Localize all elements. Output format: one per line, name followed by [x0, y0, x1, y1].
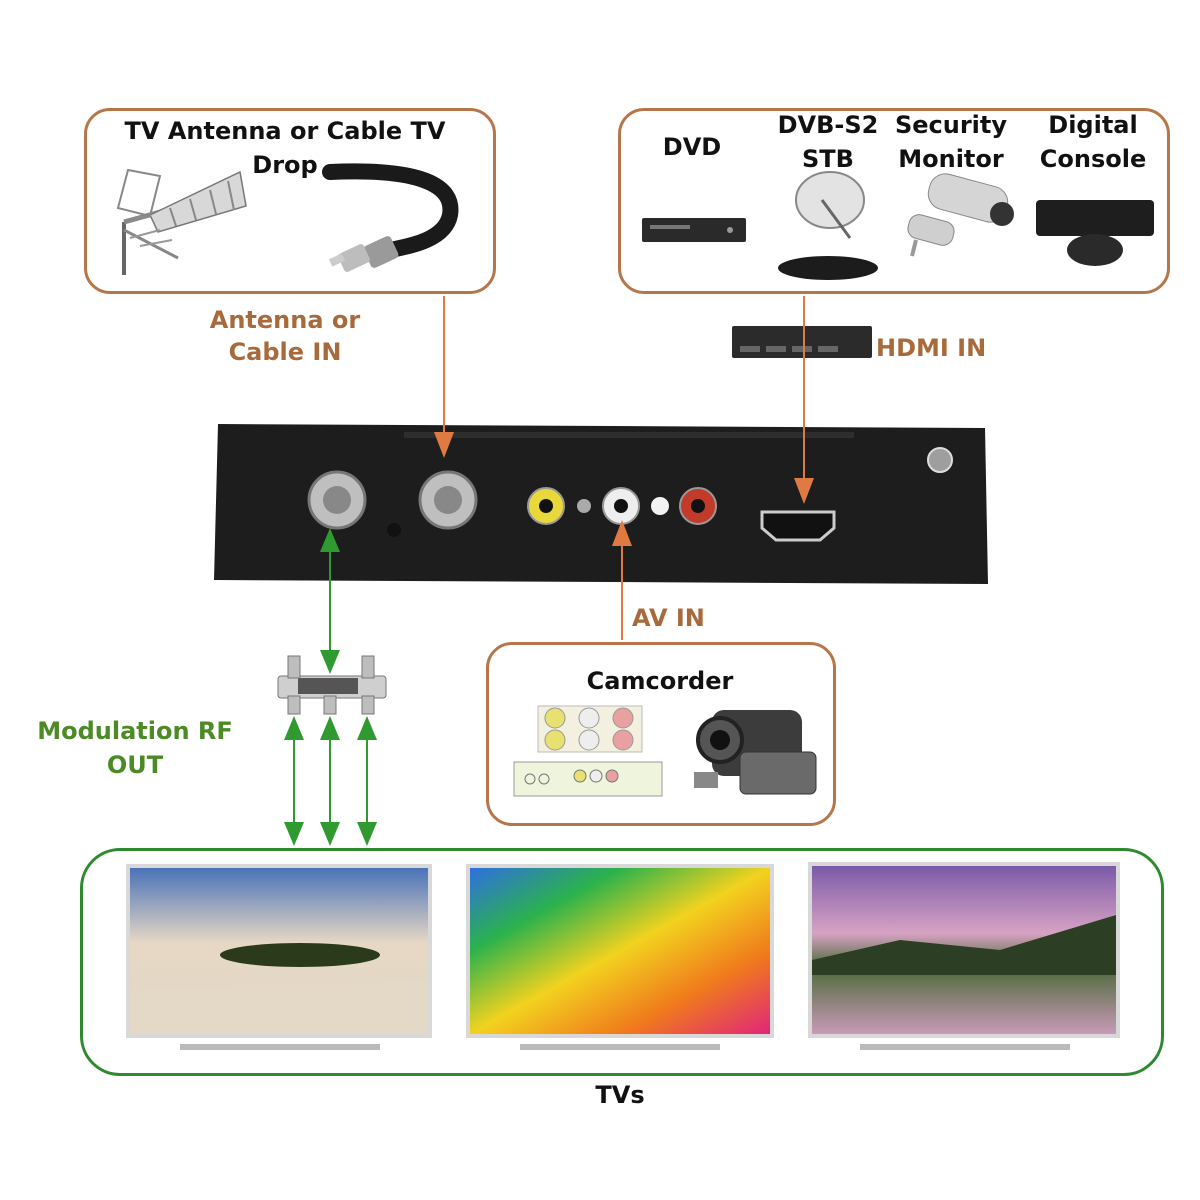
hdmi-switch-icon [732, 326, 872, 358]
tv-2 [466, 864, 774, 1050]
satellite-dish-icon [778, 171, 878, 280]
tv-antenna-icon [116, 168, 247, 275]
coax-cable-icon [322, 163, 459, 272]
av-in-arrow [612, 520, 632, 640]
tv-1 [126, 864, 432, 1050]
antenna-cable-in-label: Antenna or Cable IN [209, 306, 361, 366]
rf-out-arrow [320, 528, 340, 674]
security-camera-icon [907, 173, 1014, 257]
modulator-device [214, 424, 988, 584]
game-console-icon [1036, 200, 1154, 266]
hdmi-in-arrow [794, 296, 814, 504]
device-label-digital-console: Digital Console [1039, 111, 1147, 173]
dvd-player-icon [642, 218, 746, 242]
tv-3 [808, 862, 1120, 1050]
camcorder-icon [694, 710, 817, 795]
device-label-dvb-s2-stb: DVB-S2 STB [777, 111, 879, 173]
antenna-cable-title: TV Antenna or Cable TV Drop [124, 117, 446, 179]
av-in-label: AV IN [632, 604, 705, 632]
hdmi-in-port [760, 510, 836, 542]
device-label-dvd: DVD [662, 133, 722, 161]
hdmi-in-label: HDMI IN [876, 334, 987, 362]
antenna-cable-box [84, 108, 496, 294]
device-label-security-monitor: Security Monitor [894, 111, 1008, 173]
av-jacks-icon [513, 705, 663, 797]
hdmi-devices-box [618, 108, 1170, 294]
splitter-icon [277, 655, 387, 715]
antenna-in-arrow [434, 296, 454, 458]
av-video-port [527, 487, 565, 525]
rf-in-port [418, 470, 478, 530]
rf-out-port [307, 470, 367, 530]
av-right-port [679, 487, 717, 525]
av-left-port [602, 487, 640, 525]
splitter-to-tv-arrows [284, 716, 377, 846]
camcorder-title: Camcorder [586, 667, 734, 695]
tvs-label: TVs [595, 1081, 645, 1109]
modulation-rf-out-label: Modulation RF OUT [37, 717, 233, 779]
